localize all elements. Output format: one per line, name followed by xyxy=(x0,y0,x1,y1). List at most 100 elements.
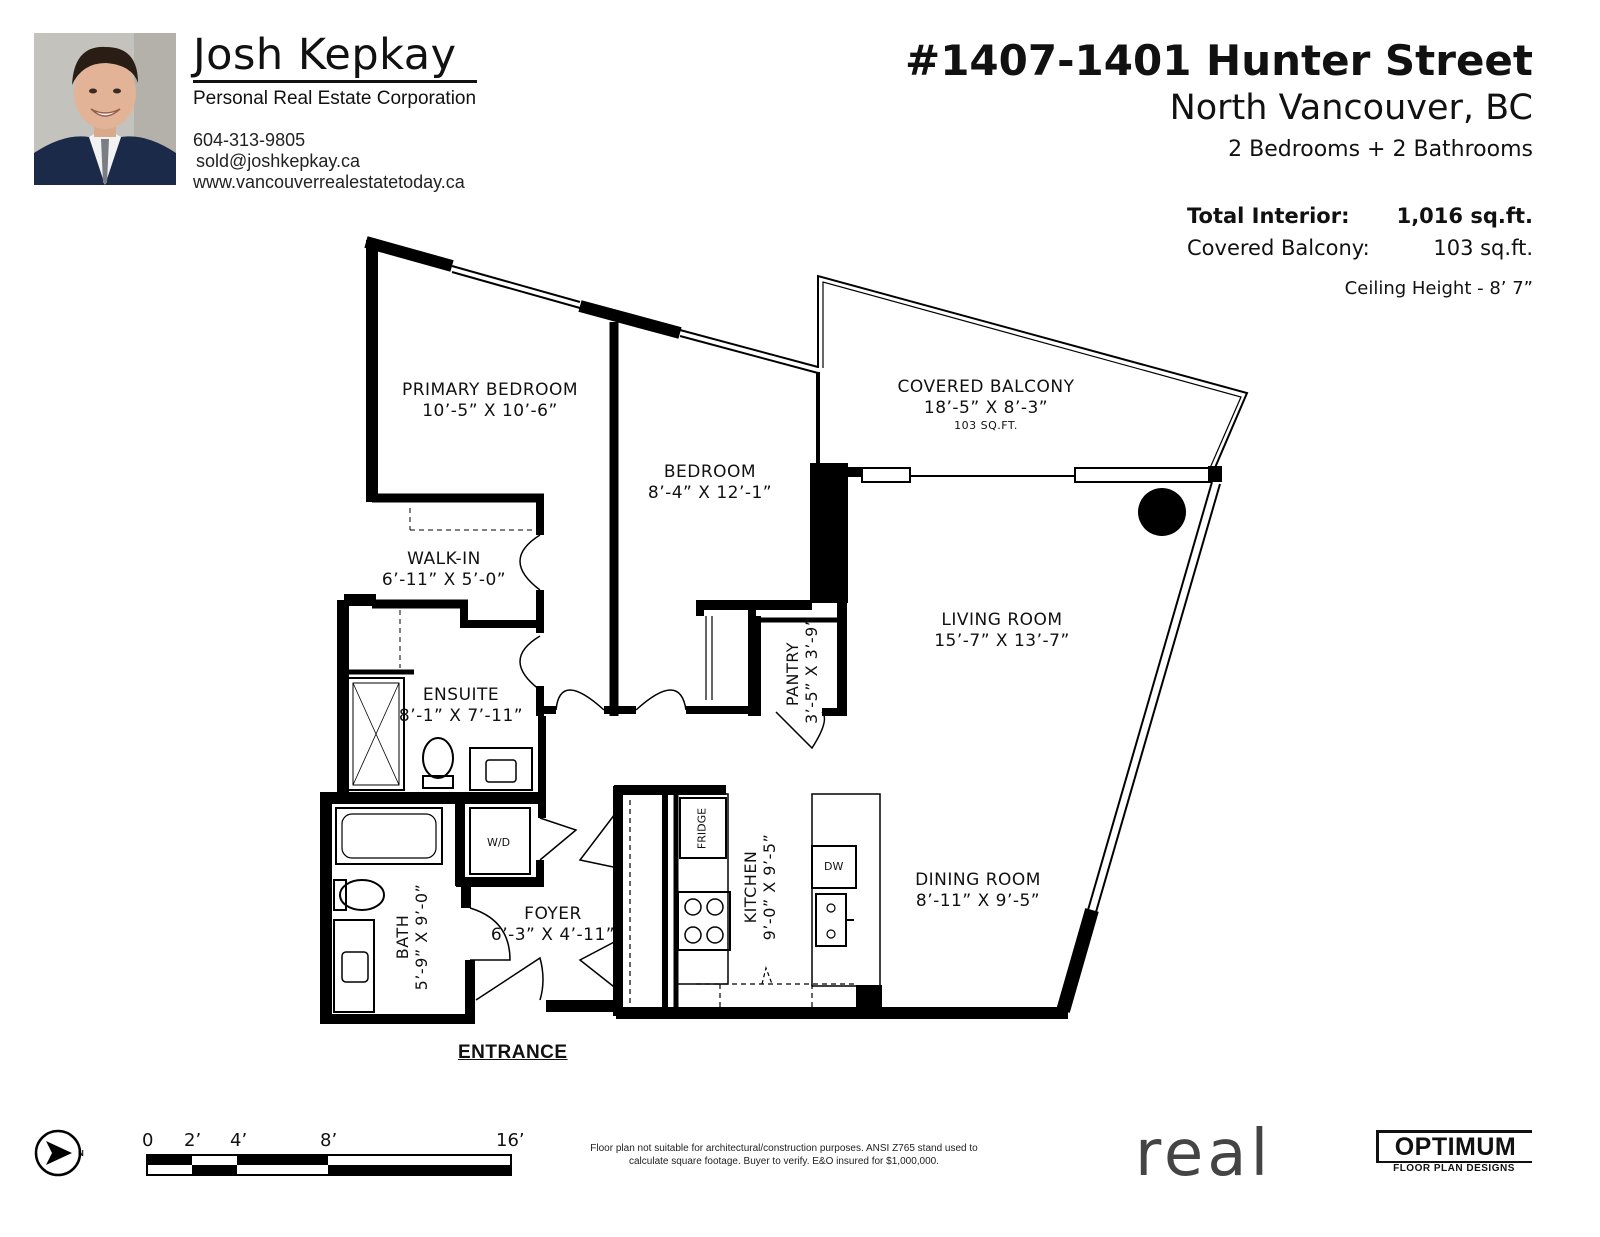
closet-door-swing xyxy=(519,534,541,591)
window xyxy=(679,335,819,374)
room-dimensions: 18’-5” X 8’-3” xyxy=(923,398,1049,418)
dishwasher xyxy=(811,845,857,889)
property-rooms: 2 Bedrooms + 2 Bathrooms xyxy=(1228,137,1533,162)
room-foyer: FOYER 6’-3” X 4’-11” xyxy=(491,904,615,946)
agent-corporation: Personal Real Estate Corporation xyxy=(193,88,477,109)
range xyxy=(677,891,731,951)
structural-column xyxy=(810,463,848,603)
room-walk-in: WALK-IN 6’-11” X 5’-0” xyxy=(382,549,506,591)
real-brokerage-logo: real xyxy=(1135,1117,1273,1191)
shower xyxy=(347,677,405,791)
room-primary-bedroom: PRIMARY BEDROOM 10’-5” X 10’-6” xyxy=(402,380,578,422)
window xyxy=(1087,481,1213,911)
room-bath: BATH 5’-9” X 9’-0” xyxy=(393,877,431,997)
entrance-label: ENTRANCE xyxy=(458,1042,568,1063)
structural-column xyxy=(856,985,882,1009)
kitchen-island xyxy=(811,793,881,987)
room-name: LIVING ROOM xyxy=(941,610,1063,630)
room-dimensions: 8’-11” X 9’-5” xyxy=(915,891,1041,911)
compass-direction: N xyxy=(78,1149,84,1158)
scale-label: 16’ xyxy=(496,1130,525,1151)
window xyxy=(1074,467,1211,483)
pantry-door-swing xyxy=(775,711,826,750)
washer-dryer xyxy=(469,807,531,875)
area-value: 103 sq.ft. xyxy=(1433,236,1533,260)
property-header: #1407-1401 Hunter Street North Vancouver… xyxy=(905,36,1533,166)
scale-graphic xyxy=(146,1154,512,1176)
agent-phone[interactable]: 604-313-9805 xyxy=(193,130,306,150)
exterior-wall xyxy=(578,300,682,339)
room-dining-room: DINING ROOM 8’-11” X 9’-5” xyxy=(915,870,1041,912)
scale-bar: 0 2’ 4’ 8’ 16’ xyxy=(142,1130,525,1180)
dishwasher-label: DW xyxy=(824,860,844,873)
room-kitchen: KITCHEN 9’-0” X 9’-5” xyxy=(741,827,779,947)
area-summary: Total Interior: 1,016 sq.ft. Covered Bal… xyxy=(1187,200,1533,264)
exterior-wall xyxy=(1208,466,1222,482)
toilet xyxy=(422,737,454,779)
closet-bifold xyxy=(578,939,619,991)
optimum-logo: OPTIMUM FLOOR PLAN DESIGNS xyxy=(1376,1130,1532,1175)
area-row-interior: Total Interior: 1,016 sq.ft. xyxy=(1187,200,1533,232)
agent-website[interactable]: www.vancouverrealestatetoday.ca xyxy=(193,172,465,192)
disclaimer: Floor plan not suitable for architectura… xyxy=(590,1143,978,1167)
scale-label: 2’ xyxy=(184,1130,202,1151)
exterior-wall xyxy=(364,236,454,272)
property-city: North Vancouver, BC xyxy=(1169,88,1533,128)
washer-dryer-label: W/D xyxy=(487,836,511,849)
room-dimensions: 15’-7” X 13’-7” xyxy=(934,631,1070,651)
window xyxy=(451,271,581,309)
area-label: Covered Balcony: xyxy=(1187,236,1370,260)
agent-email[interactable]: sold@joshkepkay.ca xyxy=(196,151,361,171)
room-dimensions: 5’-9” X 9’-0” xyxy=(412,883,431,991)
room-name: DINING ROOM xyxy=(915,870,1041,890)
balcony-railing-inner xyxy=(822,281,1242,469)
agent-contact: 604-313-9805 sold@joshkepkay.ca www.vanc… xyxy=(193,130,465,193)
room-dimensions: 8’-1” X 7’-11” xyxy=(398,706,524,726)
window xyxy=(679,329,819,368)
bedroom-door-swing xyxy=(555,689,605,711)
agent-photo xyxy=(34,33,176,185)
exterior-wall xyxy=(1056,908,1099,1013)
scale-label: 4’ xyxy=(230,1130,248,1151)
room-name: KITCHEN xyxy=(741,850,760,924)
scale-label: 0 xyxy=(142,1130,154,1151)
scale-label: 8’ xyxy=(320,1130,338,1151)
closet-bifold xyxy=(578,809,619,869)
area-value: 1,016 sq.ft. xyxy=(1396,204,1533,228)
room-living-room: LIVING ROOM 15’-7” X 13’-7” xyxy=(934,610,1070,652)
room-ensuite: ENSUITE 8’-1” X 7’-11” xyxy=(399,685,523,727)
room-area: 103 SQ.FT. xyxy=(954,419,1018,432)
interior-wall xyxy=(613,918,623,940)
optimum-logo-sub: FLOOR PLAN DESIGNS xyxy=(1376,1161,1532,1175)
optimum-logo-text: OPTIMUM xyxy=(1376,1130,1532,1161)
window xyxy=(1095,483,1221,913)
bathtub xyxy=(335,807,443,865)
bedroom-door-swing xyxy=(635,689,687,711)
room-name: PRIMARY BEDROOM xyxy=(401,380,579,400)
room-name: WALK-IN xyxy=(407,549,481,569)
room-dimensions: 8’-4” X 12’-1” xyxy=(647,483,773,503)
room-dimensions: 3’-5” X 3’-9” xyxy=(802,617,821,724)
entry-door-swing xyxy=(475,956,544,1001)
property-address: #1407-1401 Hunter Street xyxy=(905,36,1533,85)
room-name: ENSUITE xyxy=(422,685,500,705)
area-label: Total Interior: xyxy=(1187,204,1350,228)
agent-portrait xyxy=(34,33,176,185)
north-arrow-icon: N xyxy=(34,1129,84,1177)
ceiling-height: Ceiling Height - 8’ 7” xyxy=(1344,278,1533,299)
fridge xyxy=(679,797,727,859)
structural-column xyxy=(1138,488,1186,536)
room-name: COVERED BALCONY xyxy=(897,377,1075,397)
room-bedroom: BEDROOM 8’-4” X 12’-1” xyxy=(648,462,772,504)
vanity xyxy=(469,747,533,791)
area-row-balcony: Covered Balcony: 103 sq.ft. xyxy=(1187,232,1533,264)
laundry-door-swing xyxy=(539,817,578,861)
room-dimensions: 9’-0” X 9’-5” xyxy=(760,833,779,941)
agent-name: Josh Kepkay xyxy=(193,30,477,83)
ensuite-door-swing xyxy=(519,635,541,691)
room-dimensions: 10’-5” X 10’-6” xyxy=(422,401,558,421)
shower xyxy=(352,682,400,786)
room-pantry: PANTRY 3’-5” X 3’-9” xyxy=(783,617,821,724)
fridge-label: FRIDGE xyxy=(695,807,709,850)
